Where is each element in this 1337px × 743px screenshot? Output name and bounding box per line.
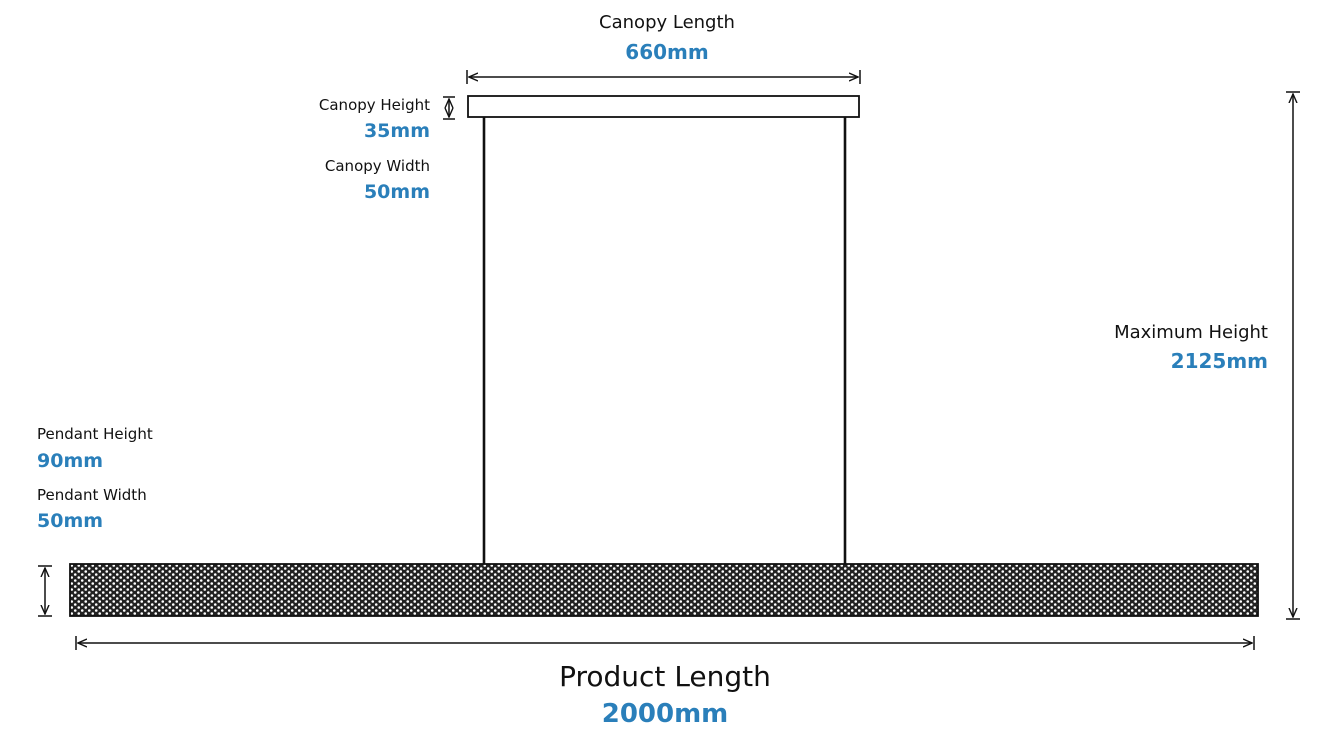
canopy-length-value: 660mm (625, 40, 709, 64)
product-length-label: Product Length (559, 660, 771, 693)
canopy-length-label: Canopy Length (599, 12, 735, 33)
canopy-width-value: 50mm (363, 181, 430, 203)
canopy (467, 95, 860, 118)
canopy-height-dimension (443, 96, 455, 120)
pendant-height-dimension (38, 565, 52, 617)
pendant-width-value: 50mm (37, 510, 104, 532)
product-length-dimension (75, 636, 1255, 650)
maximum-height-dimension (1286, 91, 1300, 620)
pendant-height-label: Pendant Height (37, 425, 153, 443)
product-length-value: 2000mm (601, 699, 729, 729)
pendant-width-label: Pendant Width (37, 486, 147, 504)
canopy-height-label: Canopy Height (318, 96, 430, 114)
pendant-body (69, 563, 1259, 617)
maximum-height-label: Maximum Height (1114, 322, 1268, 343)
pendant-height-value: 90mm (37, 450, 104, 472)
maximum-height-value: 2125mm (1170, 349, 1268, 373)
canopy-length-dimension (466, 70, 861, 84)
canopy-width-label: Canopy Width (324, 157, 430, 175)
canopy-height-value: 35mm (363, 120, 430, 142)
